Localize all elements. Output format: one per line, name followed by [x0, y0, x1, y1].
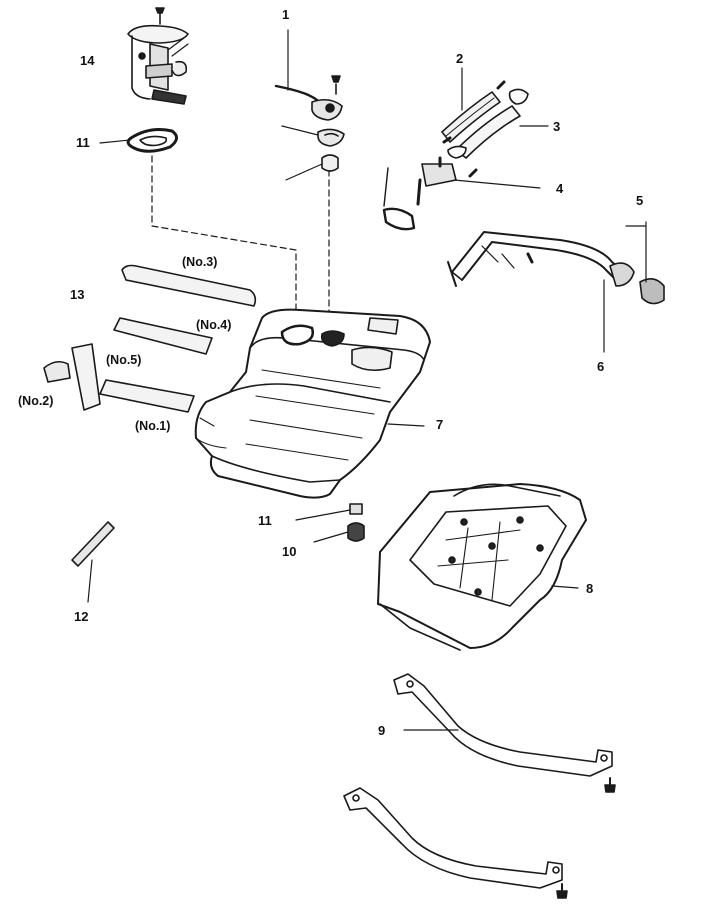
rod: [71, 521, 115, 603]
pad-label-no4: (No.4): [196, 318, 232, 332]
guide-lines: [151, 155, 330, 327]
callout-1: 1: [282, 7, 290, 22]
pad-label-no3: (No.3): [182, 255, 218, 269]
pad-label-no2: (No.2): [18, 394, 54, 408]
callout-6: 6: [597, 359, 605, 374]
tank-pads: [43, 264, 257, 413]
callout-11-gasket: 11: [76, 135, 90, 150]
small-fasteners: [295, 503, 365, 543]
callout-9: 9: [378, 723, 386, 738]
pad-label-no1: (No.1): [135, 419, 171, 433]
filler-hoses: [382, 80, 549, 231]
callout-4: 4: [556, 181, 564, 196]
callout-2: 2: [456, 51, 464, 66]
fuel-pump-assembly: [127, 7, 189, 105]
callout-8: 8: [586, 581, 594, 596]
callout-11-fastener: 11: [258, 513, 272, 528]
callout-13: 13: [70, 287, 85, 302]
tank-straps: [343, 673, 616, 899]
tank-protector: [377, 483, 587, 651]
fuel-tank: [194, 308, 431, 499]
pump-gasket: [126, 128, 178, 153]
callout-3: 3: [553, 119, 561, 134]
leader-lines: [99, 67, 647, 227]
callout-12: 12: [74, 609, 89, 624]
callout-10: 10: [282, 544, 297, 559]
sender-unit: [274, 29, 345, 181]
callout-7: 7: [436, 417, 444, 432]
pad-label-no5: (No.5): [106, 353, 142, 367]
filler-pipe: [447, 221, 665, 353]
callout-14: 14: [80, 53, 95, 68]
callout-5: 5: [636, 193, 644, 208]
